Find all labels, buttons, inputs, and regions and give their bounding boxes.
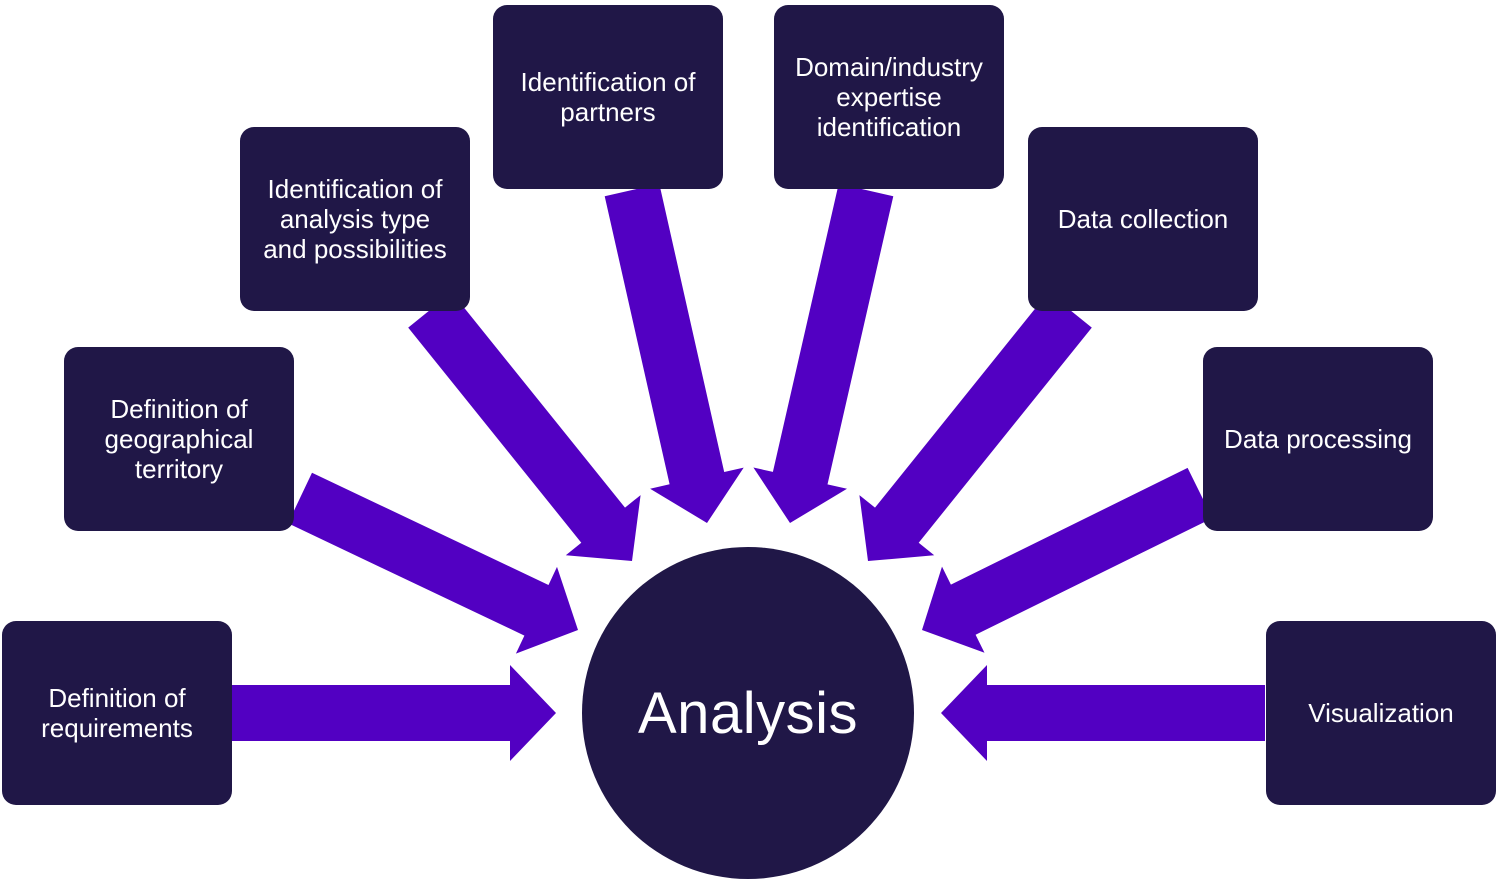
arrow-analysis-type <box>408 292 641 561</box>
step-box-partners: Identification of partners <box>493 5 723 189</box>
step-box-visualization: Visualization <box>1266 621 1496 805</box>
step-label-requirements: Definition of requirements <box>41 683 193 743</box>
arrow-data-processing <box>922 467 1213 653</box>
step-label-partners: Identification of partners <box>520 67 696 127</box>
step-label-expertise: Domain/industry expertise identification <box>795 52 983 142</box>
analysis-hub: Analysis <box>582 547 914 879</box>
step-label-analysis-type: Identification of analysis type and poss… <box>263 174 447 264</box>
arrow-visualization <box>941 665 1265 761</box>
step-label-data-processing: Data processing <box>1224 424 1412 454</box>
step-box-requirements: Definition of requirements <box>2 621 232 805</box>
arrow-territory <box>288 472 578 654</box>
analysis-hub-label: Analysis <box>638 680 858 746</box>
step-box-data-processing: Data processing <box>1203 347 1433 531</box>
arrow-expertise <box>753 183 894 524</box>
step-box-analysis-type: Identification of analysis type and poss… <box>240 127 470 311</box>
step-box-expertise: Domain/industry expertise identification <box>774 5 1004 189</box>
arrow-data-collection <box>859 292 1092 561</box>
step-box-data-collection: Data collection <box>1028 127 1258 311</box>
step-label-visualization: Visualization <box>1308 698 1454 728</box>
step-label-territory: Definition of geographical territory <box>104 394 254 484</box>
arrow-requirements <box>232 665 556 761</box>
step-label-data-collection: Data collection <box>1057 204 1229 234</box>
arrow-partners <box>604 183 744 524</box>
step-box-territory: Definition of geographical territory <box>64 347 294 531</box>
